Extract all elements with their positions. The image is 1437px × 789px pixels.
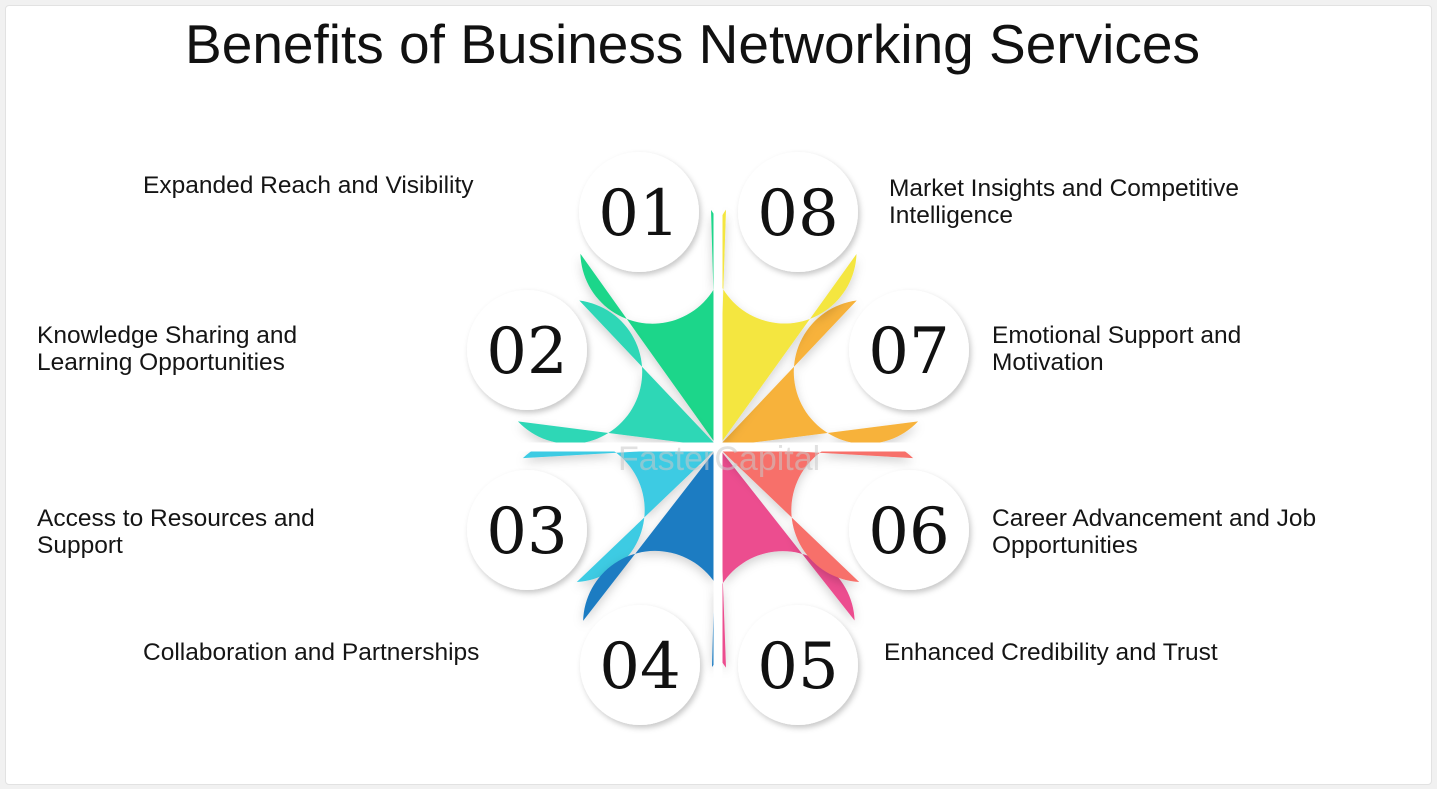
page-title: Benefits of Business Networking Services [185,13,1200,75]
petal-01 [580,209,714,441]
label-04: Collaboration and Partnerships [143,639,480,666]
petal-07 [722,300,919,443]
petal-number-04: 04 [599,630,680,704]
label-08: Market Insights and Competitive Intellig… [889,175,1239,229]
petal-number-03: 03 [486,495,567,569]
number-disc-02 [467,290,587,410]
petal-04 [583,452,714,667]
petal-06 [722,451,914,582]
petal-shape-06 [722,451,914,582]
petal-shape-07 [722,300,919,443]
number-disc-08 [738,152,858,272]
label-01: Expanded Reach and Visibility [143,172,474,199]
petal-number-08: 08 [757,177,838,251]
label-03: Access to Resources and Support [37,505,315,559]
petal-03 [522,451,714,582]
petal-number-05: 05 [757,630,838,704]
petal-shape-08 [722,209,857,441]
petal-08 [722,209,857,441]
number-disc-04 [580,605,700,725]
label-02: Knowledge Sharing and Learning Opportuni… [37,322,298,376]
watermark-text: FasterCapital [618,440,820,478]
number-disc-03 [467,470,587,590]
infographic-frame [5,5,1432,785]
number-disc-06 [849,470,969,590]
number-disc-07 [849,290,969,410]
petal-05 [722,452,855,668]
petal-number-02: 02 [486,315,567,389]
label-06: Career Advancement and Job Opportunities [992,505,1317,559]
label-05: Enhanced Credibility and Trust [884,639,1218,666]
petal-shape-03 [522,451,714,582]
petal-number-07: 07 [868,315,949,389]
petal-number-01: 01 [598,177,679,251]
label-07: Emotional Support and Motivation [992,322,1242,376]
number-disc-01 [579,152,699,272]
petal-shape-01 [580,209,714,441]
petal-02 [517,300,714,443]
number-disc-05 [738,605,858,725]
petal-shape-05 [722,452,855,668]
petal-shape-02 [517,300,714,443]
petal-number-06: 06 [868,495,949,569]
petal-shape-04 [583,452,714,667]
petals-group: 01 02 03 04 05 06 07 08 [467,152,969,725]
